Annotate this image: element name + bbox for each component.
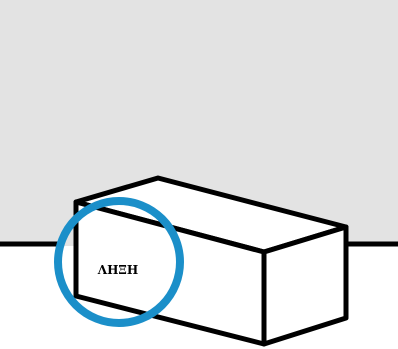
box-side-face [261, 224, 349, 347]
highlight-circle [54, 197, 184, 327]
box-label: ΛΗΞΗ [97, 263, 138, 277]
